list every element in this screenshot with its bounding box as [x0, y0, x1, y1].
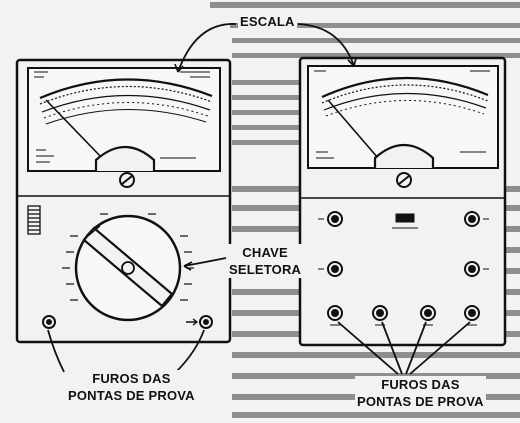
escala-label: ESCALA: [238, 14, 297, 29]
chave-label-line-2: SELETORA: [229, 262, 302, 277]
furos-right-leader-4: [409, 321, 471, 375]
left-scale-marks: [34, 71, 210, 163]
furos-left-leader-2: [175, 329, 205, 373]
left-scale-arc-2: [39, 85, 213, 105]
left-arrow-marker: [186, 318, 199, 326]
right-needle: [327, 99, 379, 159]
furos-left-line-2: PONTAS DE PROVA: [68, 388, 195, 403]
right-scale-arc-4: [325, 100, 485, 117]
right-pivot-cover: [373, 144, 435, 168]
furos-right-leader-3: [405, 321, 427, 375]
furos-right-line-2: PONTAS DE PROVA: [357, 394, 484, 409]
furos-left-leader-1: [47, 329, 65, 373]
right-scale-arc-3: [323, 92, 487, 111]
left-scale-arc-1: [39, 78, 213, 100]
left-probe-jack-common: [42, 315, 56, 329]
left-probe-jack-positive: [199, 315, 213, 329]
left-range-marks: [62, 213, 194, 301]
escala-leader-left: [177, 23, 237, 73]
left-side-thumbwheel: [27, 205, 41, 235]
right-scale-arc-2: [321, 84, 489, 104]
escala-leader-right: [297, 23, 355, 67]
furos-left-label: FUROS DAS PONTAS DE PROVA: [66, 370, 197, 404]
left-pivot-cover: [94, 146, 156, 171]
chave-label-line-1: CHAVE: [242, 245, 288, 260]
chave-seletora-label: CHAVE SELETORA: [227, 244, 304, 278]
furos-right-label: FUROS DAS PONTAS DE PROVA: [355, 376, 486, 410]
left-selector-knob: [82, 226, 174, 308]
right-scale-marks: [314, 70, 490, 159]
right-scale-arc-1: [321, 76, 489, 99]
right-multimeter: [298, 56, 507, 347]
left-needle: [45, 99, 105, 161]
left-selector-center: [121, 261, 135, 275]
right-probe-jacks: [327, 211, 480, 321]
furos-right-leader-2: [381, 321, 403, 375]
left-scale-arc-4: [43, 102, 209, 119]
furos-right-leader-1: [337, 321, 399, 375]
left-zero-adjust-screw: [119, 172, 135, 188]
chave-leader: [183, 257, 227, 267]
right-slide-switch: [395, 213, 415, 223]
callout-lines: [47, 23, 471, 375]
furos-right-line-1: FUROS DAS: [381, 377, 460, 392]
furos-left-line-1: FUROS DAS: [92, 371, 171, 386]
left-scale-arc-3: [41, 94, 211, 113]
right-zero-adjust-screw: [396, 172, 412, 188]
left-multimeter: [15, 58, 232, 344]
